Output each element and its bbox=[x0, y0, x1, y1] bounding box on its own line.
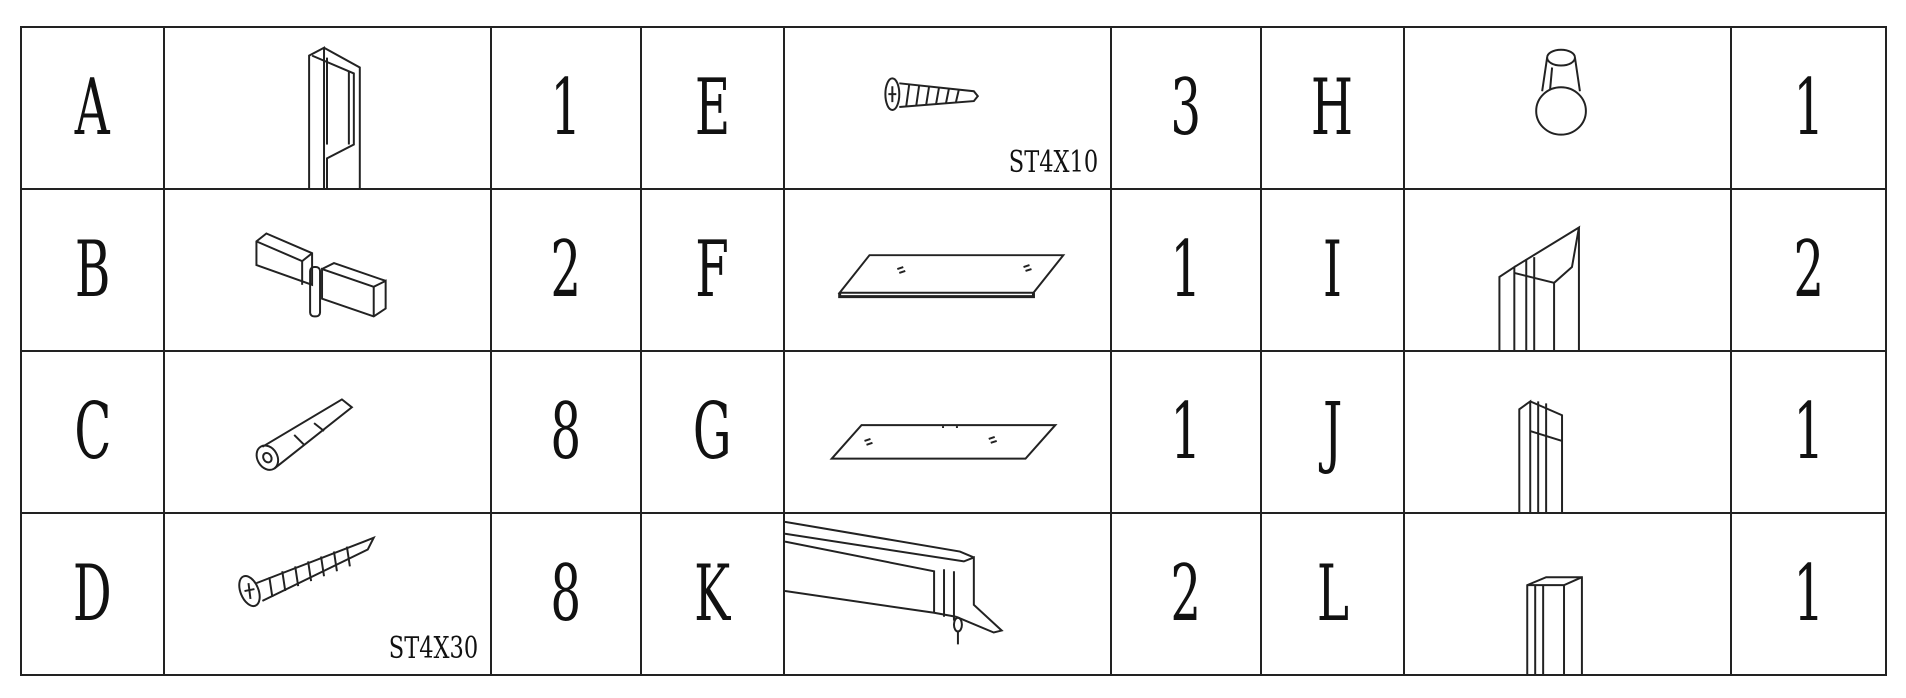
part-image-cell: ST4X10 bbox=[783, 26, 1112, 190]
part-image-cell bbox=[1403, 512, 1732, 676]
part-quantity: 1 bbox=[1110, 188, 1262, 352]
vertical-profile-icon bbox=[308, 46, 361, 187]
part-letter: C bbox=[20, 350, 165, 514]
parts-row: B 2 F 1 I bbox=[20, 188, 1887, 352]
part-letter: H bbox=[1260, 26, 1405, 190]
part-quantity: 2 bbox=[1110, 512, 1262, 676]
part-image-cell bbox=[783, 350, 1112, 514]
parts-row: D ST4X30 8 K 2 L bbox=[20, 512, 1887, 676]
part-quantity: 2 bbox=[1730, 188, 1887, 352]
glass-panel-icon bbox=[837, 254, 1066, 299]
part-letter: J bbox=[1260, 350, 1405, 514]
parts-table: A 1 E ST4X10 3 H bbox=[20, 26, 1887, 676]
part-image-cell bbox=[163, 26, 492, 190]
part-letter: A bbox=[20, 26, 165, 190]
long-screw-icon bbox=[238, 535, 376, 608]
part-image-cell bbox=[1403, 188, 1732, 352]
part-letter: I bbox=[1260, 188, 1405, 352]
part-image-cell bbox=[783, 512, 1112, 676]
part-quantity: 1 bbox=[1730, 26, 1887, 190]
wall-plug-icon bbox=[255, 398, 354, 471]
part-letter: D bbox=[20, 512, 165, 676]
part-image-cell bbox=[783, 188, 1112, 352]
u-profile-icon bbox=[1526, 576, 1583, 673]
h-profile-icon bbox=[1518, 399, 1564, 511]
part-size-label: ST4X30 bbox=[388, 631, 478, 666]
part-quantity: 1 bbox=[490, 26, 642, 190]
parts-row: C 8 G 1 J bbox=[20, 350, 1887, 514]
part-image-cell bbox=[163, 350, 492, 514]
part-size-label: ST4X10 bbox=[1008, 145, 1098, 180]
magnetic-profile-icon bbox=[1498, 225, 1581, 349]
glass-clamp-hinge-icon bbox=[255, 232, 387, 318]
part-quantity: 1 bbox=[1110, 350, 1262, 514]
short-screw-icon bbox=[884, 77, 980, 111]
part-letter: L bbox=[1260, 512, 1405, 676]
part-image-cell bbox=[1403, 350, 1732, 514]
part-quantity: 8 bbox=[490, 512, 642, 676]
part-letter: F bbox=[640, 188, 785, 352]
part-quantity: 1 bbox=[1730, 512, 1887, 676]
glass-panel-icon bbox=[829, 424, 1058, 460]
part-quantity: 1 bbox=[1730, 350, 1887, 514]
part-letter: G bbox=[640, 350, 785, 514]
knob-icon bbox=[1535, 48, 1587, 136]
part-quantity: 2 bbox=[490, 188, 642, 352]
part-letter: B bbox=[20, 188, 165, 352]
seal-strip-icon bbox=[786, 521, 1004, 645]
part-image-cell bbox=[1403, 26, 1732, 190]
part-letter: E bbox=[640, 26, 785, 190]
part-letter: K bbox=[640, 512, 785, 676]
parts-row: A 1 E ST4X10 3 H bbox=[20, 26, 1887, 190]
part-image-cell: ST4X30 bbox=[163, 512, 492, 676]
part-quantity: 3 bbox=[1110, 26, 1262, 190]
part-image-cell bbox=[163, 188, 492, 352]
part-quantity: 8 bbox=[490, 350, 642, 514]
